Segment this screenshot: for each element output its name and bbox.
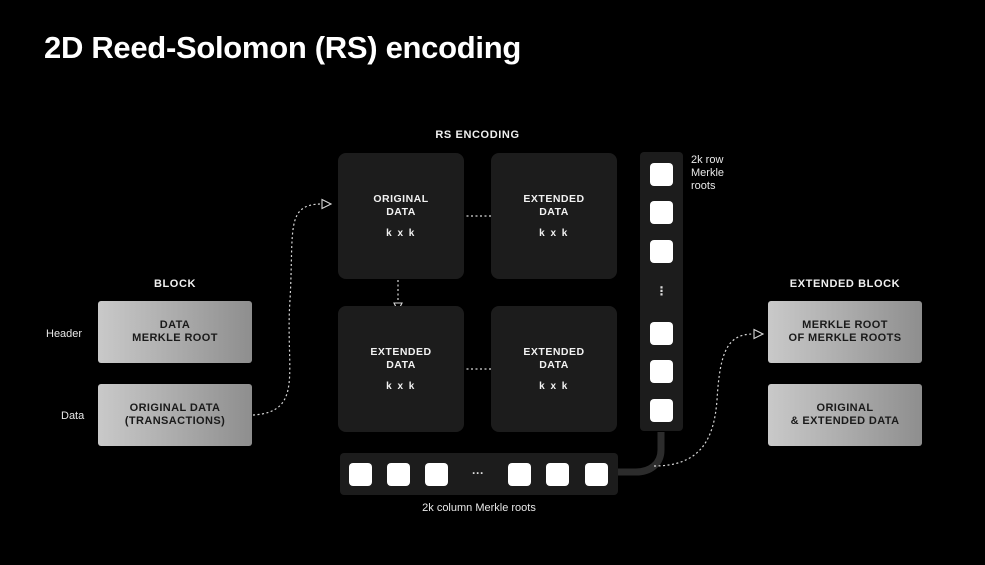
column-roots-caption: 2k column Merkle roots bbox=[422, 502, 536, 514]
row-root-cell bbox=[650, 322, 673, 345]
row-roots-ellipsis: ⋮ bbox=[655, 284, 668, 298]
block-heading: BLOCK bbox=[153, 278, 197, 290]
original-extended-data-box: ORIGINAL & EXTENDED DATA bbox=[768, 384, 922, 446]
quadrant-extended-data-corner: EXTENDED DATA k x k bbox=[491, 306, 617, 432]
arrow-data-to-original bbox=[252, 203, 323, 416]
column-root-cell bbox=[546, 463, 569, 486]
original-data-box: ORIGINAL DATA (TRANSACTIONS) bbox=[98, 384, 252, 446]
row-roots-caption: 2k row Merkle roots bbox=[691, 154, 725, 192]
column-roots-strip: ··· bbox=[340, 453, 618, 495]
quadrant-label: EXTENDED DATA bbox=[523, 346, 585, 371]
merkle-root-of-roots-box: MERKLE ROOT OF MERKLE ROOTS bbox=[768, 301, 922, 363]
column-root-cell bbox=[387, 463, 410, 486]
quadrant-label: EXTENDED DATA bbox=[523, 193, 585, 218]
column-root-cell bbox=[585, 463, 608, 486]
quadrant-dims: k x k bbox=[386, 228, 416, 239]
page-title: 2D Reed-Solomon (RS) encoding bbox=[44, 30, 521, 65]
quadrant-extended-data-right: EXTENDED DATA k x k bbox=[491, 153, 617, 279]
data-label: Data bbox=[61, 410, 85, 422]
extended-block-heading: EXTENDED BLOCK bbox=[789, 278, 901, 290]
arrow-roots-to-extended-block bbox=[653, 333, 755, 467]
quadrant-dims: k x k bbox=[386, 381, 416, 392]
row-root-cell bbox=[650, 201, 673, 224]
quadrant-dims: k x k bbox=[539, 228, 569, 239]
row-roots-strip: ⋮ bbox=[640, 152, 683, 431]
column-root-cell bbox=[425, 463, 448, 486]
row-root-cell bbox=[650, 399, 673, 422]
quadrant-label: EXTENDED DATA bbox=[370, 346, 432, 371]
column-roots-ellipsis: ··· bbox=[472, 466, 484, 480]
quadrant-extended-data-bottom: EXTENDED DATA k x k bbox=[338, 306, 464, 432]
row-root-cell bbox=[650, 360, 673, 383]
quadrant-label: ORIGINAL DATA bbox=[373, 193, 429, 218]
roots-joint bbox=[618, 432, 665, 476]
quadrant-original-data: ORIGINAL DATA k x k bbox=[338, 153, 464, 279]
quadrant-dims: k x k bbox=[539, 381, 569, 392]
column-root-cell bbox=[349, 463, 372, 486]
arrowhead-extended-block bbox=[753, 328, 765, 340]
rs-encoding-heading: RS ENCODING bbox=[435, 129, 520, 141]
column-root-cell bbox=[508, 463, 531, 486]
data-merkle-root-box: DATA MERKLE ROOT bbox=[98, 301, 252, 363]
row-root-cell bbox=[650, 163, 673, 186]
row-root-cell bbox=[650, 240, 673, 263]
header-label: Header bbox=[46, 328, 83, 340]
arrowhead-original bbox=[321, 198, 333, 210]
